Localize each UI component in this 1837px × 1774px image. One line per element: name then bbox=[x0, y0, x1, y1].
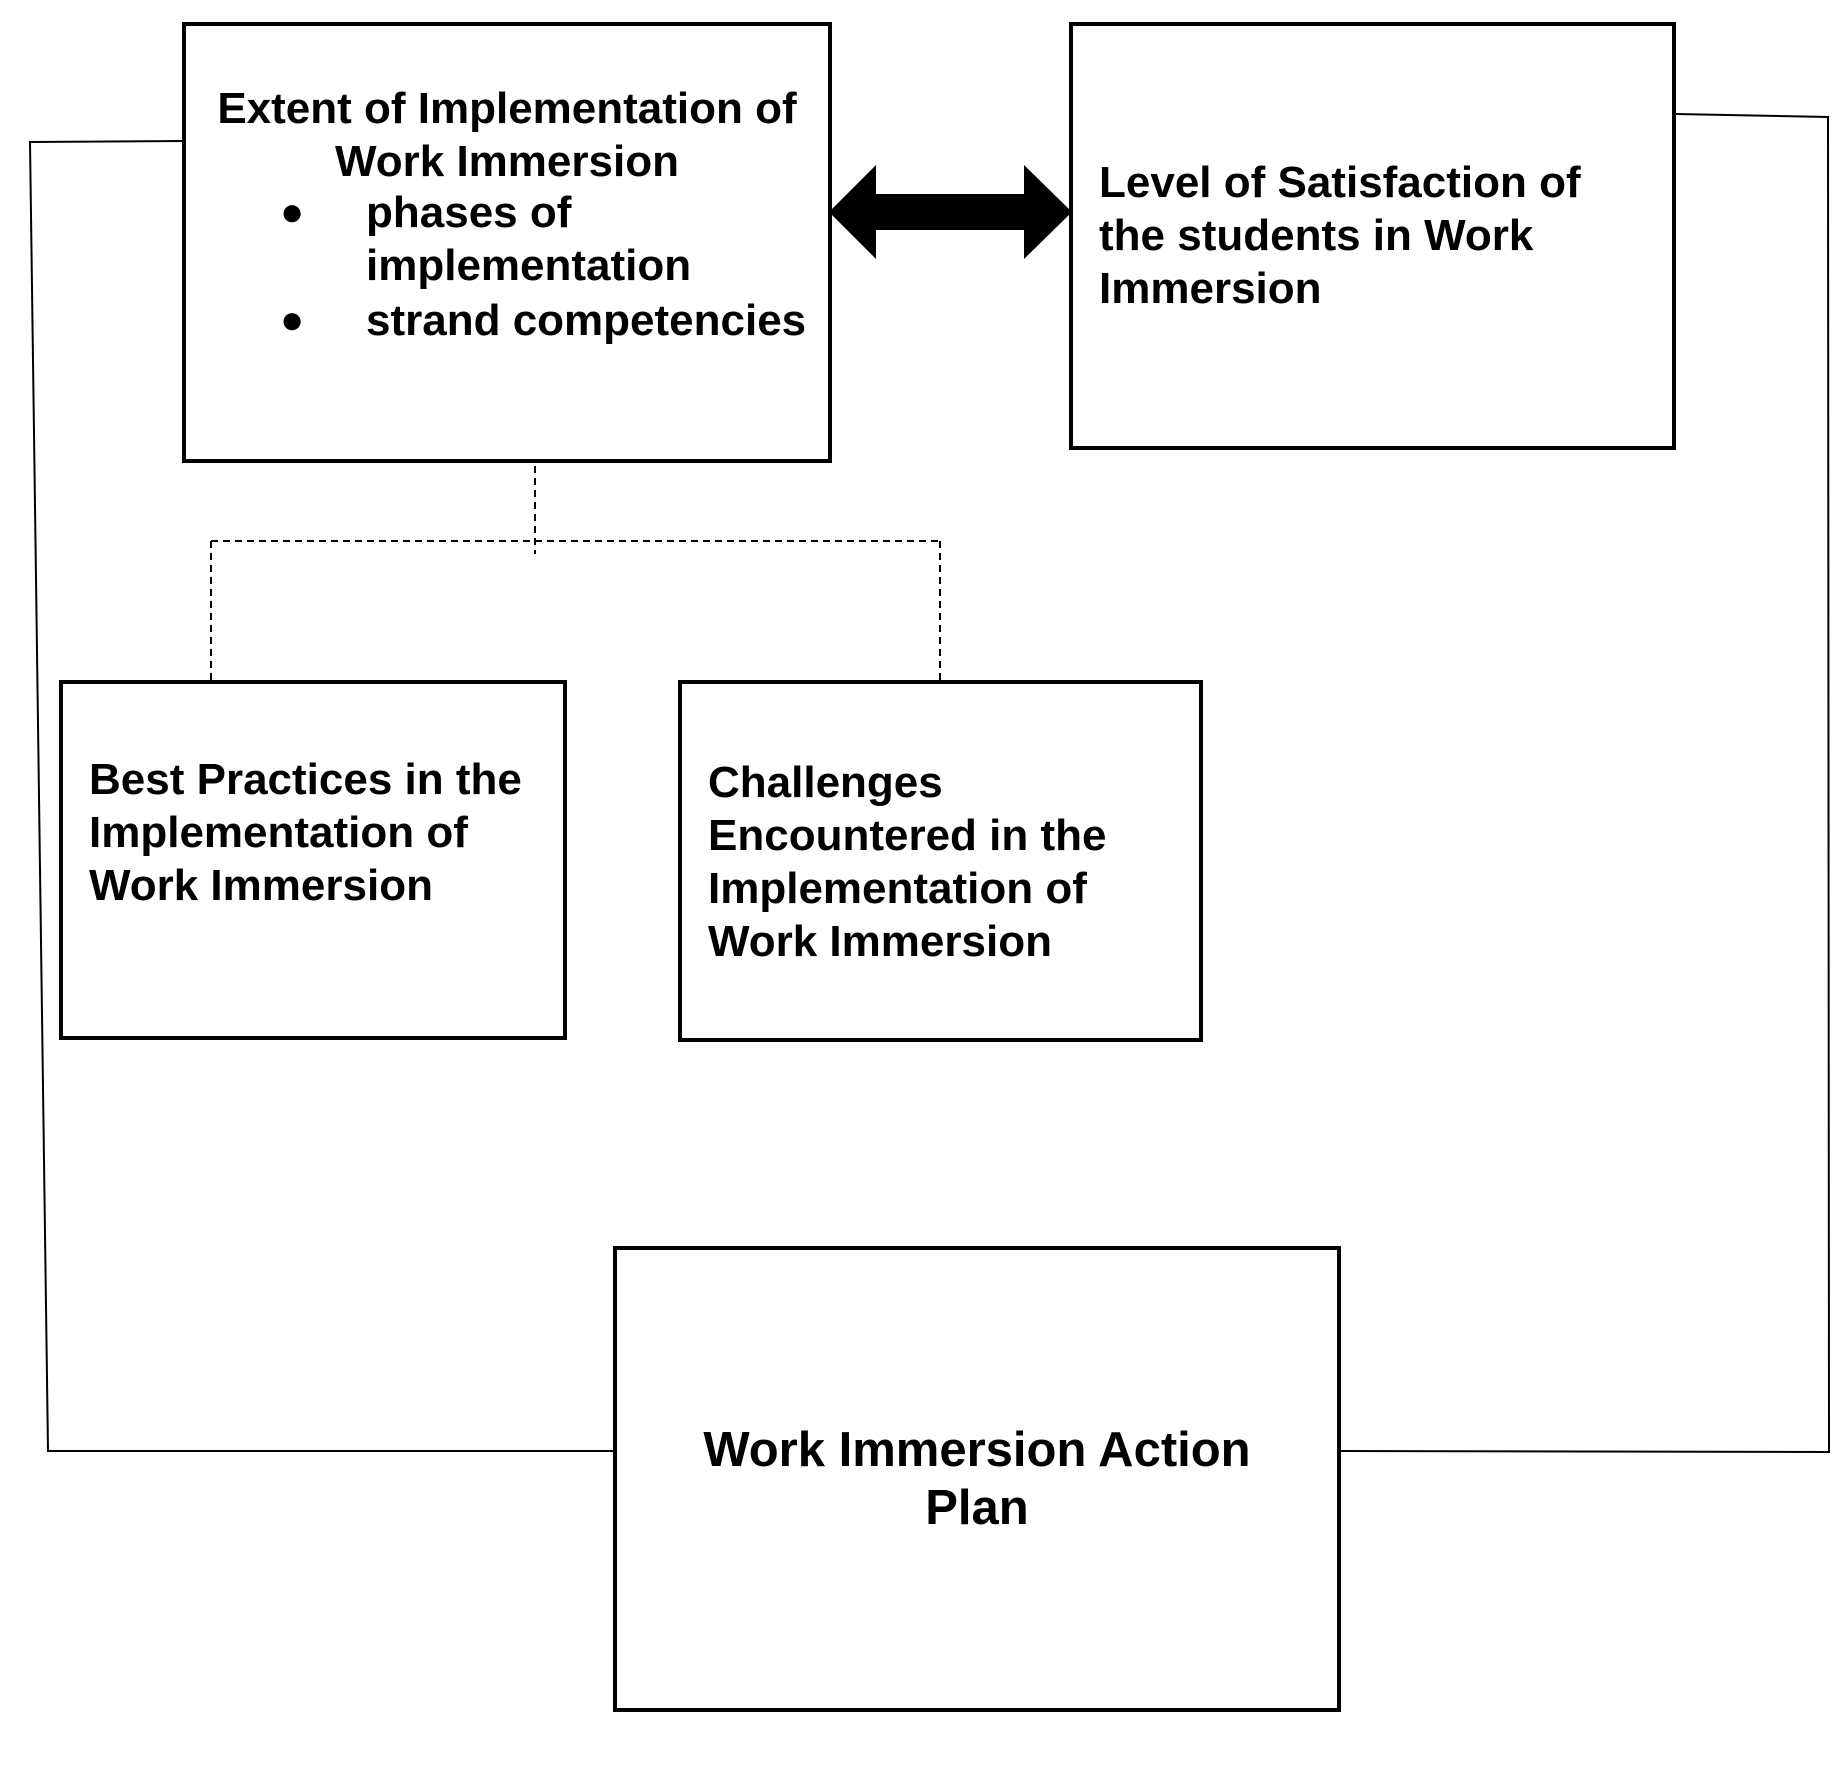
best-practices-box-text: Best Practices in the Implementation of … bbox=[89, 755, 522, 910]
dashed-branch-connector bbox=[210, 430, 941, 680]
extent-bullet-item: ● phases of implementation bbox=[280, 186, 828, 292]
extent-bullet-label: phases of implementation bbox=[366, 188, 692, 290]
extent-bullet-list: ● phases of implementation ● strand comp… bbox=[186, 186, 828, 349]
challenges-encountered-box: Challenges Encountered in the Implementa… bbox=[678, 680, 1203, 1042]
action-plan-box: Work Immersion Action Plan bbox=[613, 1246, 1341, 1712]
double-headed-arrow-icon bbox=[829, 165, 1072, 259]
extent-box-title: Extent of Implementation of Work Immersi… bbox=[217, 84, 797, 186]
level-of-satisfaction-box: Level of Satisfaction of the students in… bbox=[1069, 22, 1676, 450]
bullet-dot-icon: ● bbox=[280, 298, 305, 342]
extent-of-implementation-box: Extent of Implementation of Work Immersi… bbox=[182, 22, 832, 463]
extent-bullet-item: ● strand competencies bbox=[280, 294, 828, 347]
best-practices-box: Best Practices in the Implementation of … bbox=[59, 680, 567, 1040]
action-plan-box-text: Work Immersion Action Plan bbox=[703, 1423, 1251, 1535]
feedback-loop-left-line bbox=[28, 140, 613, 1452]
satisfaction-box-text: Level of Satisfaction of the students in… bbox=[1099, 158, 1581, 313]
extent-bullet-label: strand competencies bbox=[366, 296, 807, 345]
bullet-dot-icon: ● bbox=[280, 190, 305, 234]
feedback-loop-right-line bbox=[1340, 113, 1831, 1454]
challenges-box-text: Challenges Encountered in the Implementa… bbox=[708, 758, 1107, 966]
